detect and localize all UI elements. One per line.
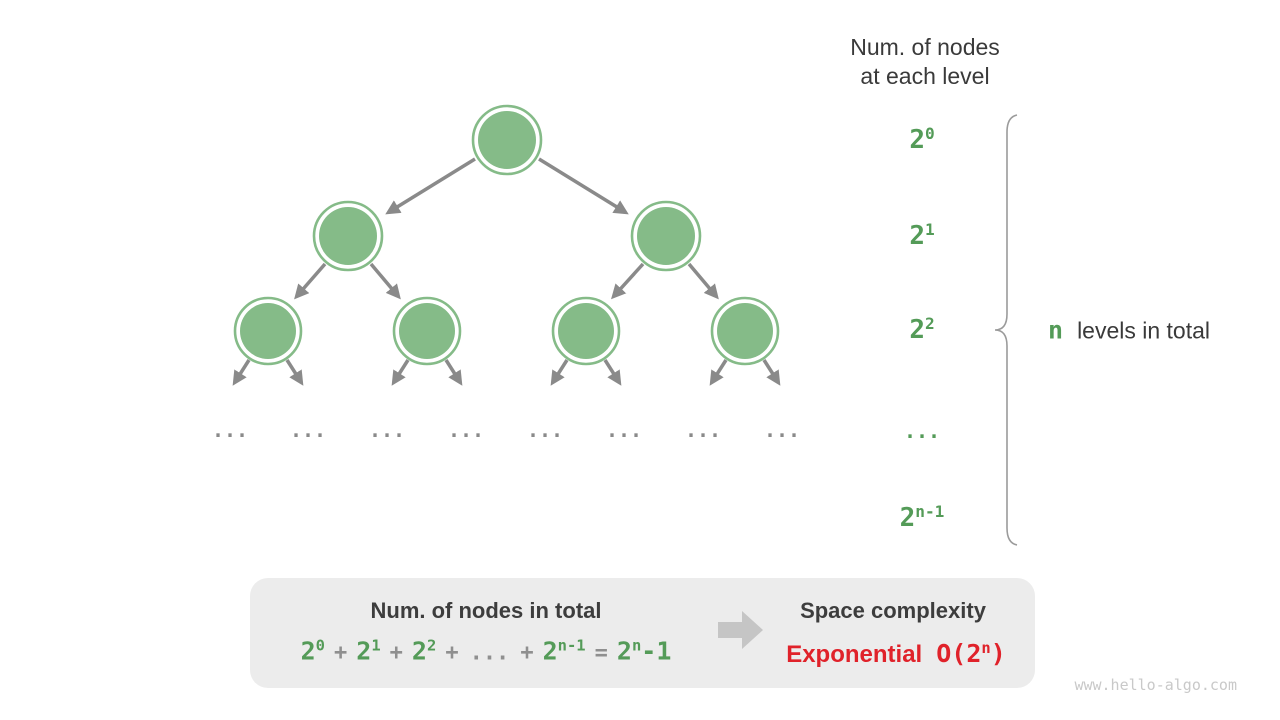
tree-edge <box>369 262 401 300</box>
tree-ellipsis: ... <box>527 418 563 442</box>
tree-edge <box>550 359 569 386</box>
level-count-label: 21 <box>909 220 935 251</box>
level-count-label: 22 <box>909 314 935 345</box>
tree-edge <box>611 262 645 300</box>
tree-node-l2-2 <box>392 296 462 366</box>
tree-node-l1-right <box>630 200 702 272</box>
tree-edges <box>232 157 781 386</box>
tree-node-l1-left <box>312 200 384 272</box>
tree-ellipsis-row: ... ... ... ... ... ... ... ... <box>212 418 800 442</box>
level-count-label: 20 <box>909 124 935 155</box>
tree-edge <box>232 359 251 386</box>
tree-edge <box>294 262 327 300</box>
tree-ellipsis: ... <box>290 418 326 442</box>
tree-edge <box>444 359 463 386</box>
tree-node-l2-4 <box>710 296 780 366</box>
levels-column-header: Num. of nodes at each level <box>850 33 1000 91</box>
tree-nodes <box>233 104 780 366</box>
space-complexity-title: Space complexity <box>800 598 986 623</box>
total-nodes-title: Num. of nodes in total <box>370 598 602 623</box>
tree-ellipsis: ... <box>685 418 721 442</box>
complexity-word: Exponential <box>786 641 923 668</box>
tree-node-l2-1 <box>233 296 303 366</box>
tree-edge <box>687 262 719 300</box>
total-nodes-formula: 20+21+22+...+2n-1=2n-1 <box>300 636 672 666</box>
tree-ellipsis: ... <box>369 418 405 442</box>
tree-edge <box>391 359 410 386</box>
n-symbol: n <box>1048 315 1064 345</box>
tree-edge <box>603 359 622 386</box>
watermark: www.hello-algo.com <box>1074 676 1237 694</box>
tree-edge <box>285 359 304 386</box>
tree-node-l2-3 <box>551 296 621 366</box>
level-count-ellipsis: ... <box>903 419 941 443</box>
levels-column-header-line1: Num. of nodes <box>850 34 1000 60</box>
tree-edge <box>709 359 728 386</box>
big-o-notation: O(2n) <box>936 639 1006 668</box>
tree-ellipsis: ... <box>212 418 248 442</box>
levels-column-header-line2: at each level <box>860 63 990 89</box>
tree-node-root <box>471 104 543 176</box>
tree-edge <box>762 359 781 386</box>
brace <box>994 114 1018 546</box>
tree-edge <box>385 157 476 215</box>
complexity-value: Exponential O(2n) <box>786 639 1006 669</box>
tree-ellipsis: ... <box>606 418 642 442</box>
level-count-label: 2n-1 <box>899 502 945 533</box>
tree-edge <box>538 157 629 215</box>
tree-ellipsis: ... <box>448 418 484 442</box>
tree-ellipsis: ... <box>764 418 800 442</box>
summary-panel <box>250 578 1035 688</box>
